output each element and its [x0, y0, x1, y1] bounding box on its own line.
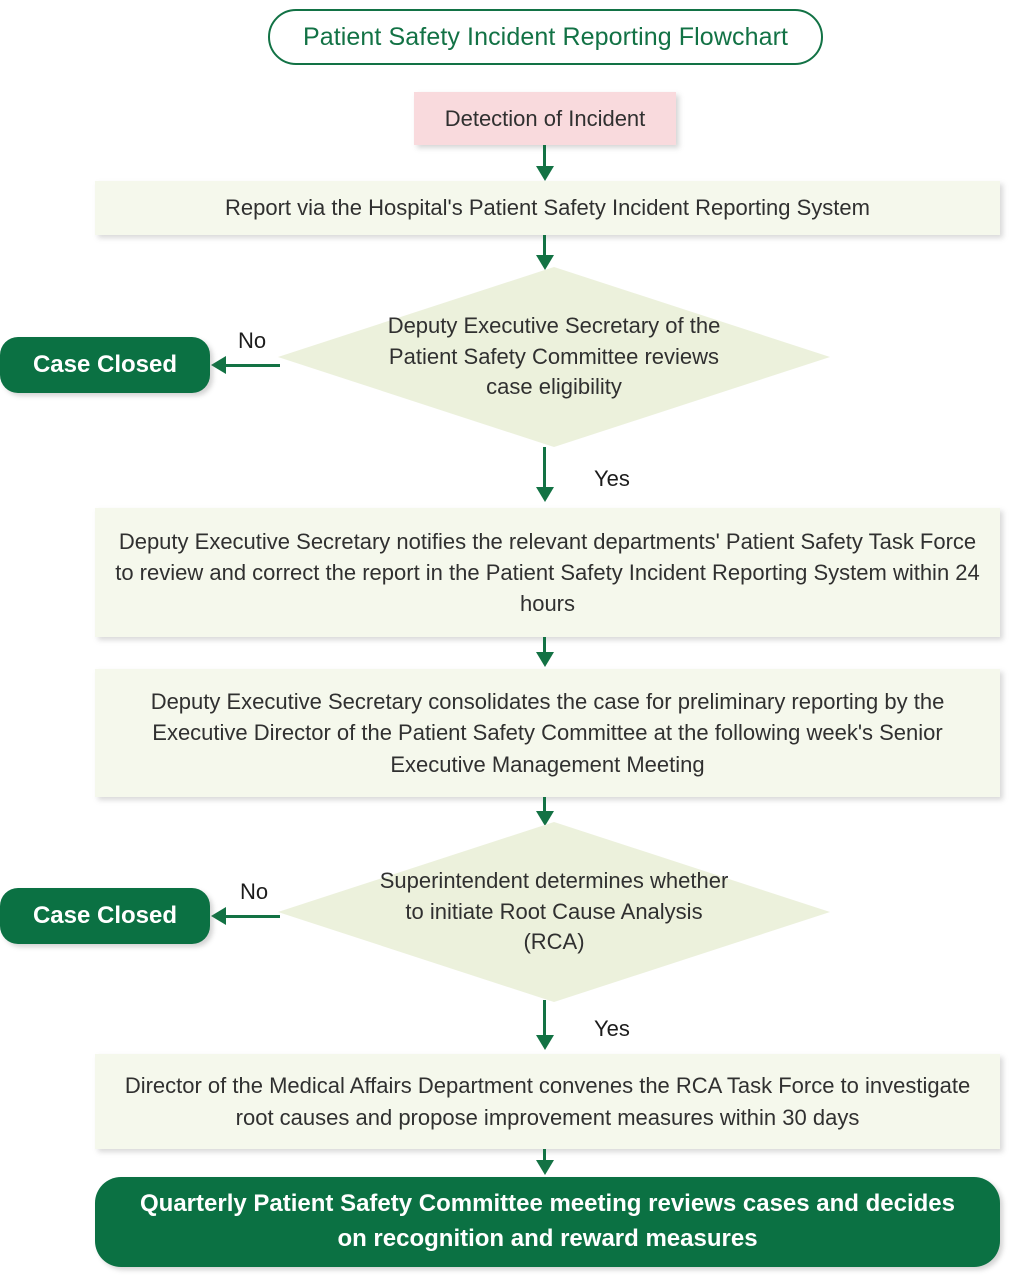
node-decision-initiate-rca: Superintendent determines whether to ini… [278, 822, 830, 1002]
flowchart-title: Patient Safety Incident Reporting Flowch… [268, 9, 823, 65]
node-notify-task-force: Deputy Executive Secretary notifies the … [95, 508, 1000, 637]
node-report-via-system: Report via the Hospital's Patient Safety… [95, 181, 1000, 235]
node-decision-case-eligibility: Deputy Executive Secretary of the Patien… [278, 267, 830, 447]
connector-decision1-yes [543, 447, 546, 489]
connector-process3-to-decision2 [543, 797, 546, 815]
arrowhead-decision2-no [211, 907, 226, 925]
node-detection-of-incident: Detection of Incident [414, 92, 676, 145]
node-quarterly-committee-meeting: Quarterly Patient Safety Committee meeti… [95, 1177, 1000, 1267]
arrowhead-process3-to-decision2 [536, 811, 554, 826]
arrowhead-process1-to-decision1 [536, 255, 554, 270]
arrowhead-start-to-process1 [536, 166, 554, 181]
node-rca-task-force: Director of the Medical Affairs Departme… [95, 1054, 1000, 1149]
connector-process4-to-final [543, 1149, 546, 1163]
decision1-label: Deputy Executive Secretary of the Patien… [387, 313, 721, 400]
edge-label-decision2-no: No [240, 879, 269, 904]
edge-label-decision1-yes: Yes [594, 466, 630, 491]
edge-label-decision1-no: No [238, 328, 267, 353]
node-case-closed-2: Case Closed [0, 888, 210, 944]
edge-label-decision2-yes: Yes [594, 1016, 630, 1041]
connector-process1-to-decision1 [543, 235, 546, 257]
node-consolidate-case: Deputy Executive Secretary consolidates … [95, 669, 1000, 797]
arrowhead-decision2-yes [536, 1035, 554, 1050]
connector-decision2-yes [543, 1000, 546, 1038]
arrowhead-process2-to-process3 [536, 652, 554, 667]
node-case-closed-1: Case Closed [0, 337, 210, 393]
connector-start-to-process1 [543, 145, 546, 167]
arrowhead-process4-to-final [536, 1160, 554, 1175]
connector-decision2-no [225, 915, 280, 918]
connector-process2-to-process3 [543, 637, 546, 655]
arrowhead-decision1-no [211, 356, 226, 374]
arrowhead-decision1-yes [536, 487, 554, 502]
decision2-label: Superintendent determines whether to ini… [379, 868, 729, 955]
connector-decision1-no [225, 364, 280, 367]
